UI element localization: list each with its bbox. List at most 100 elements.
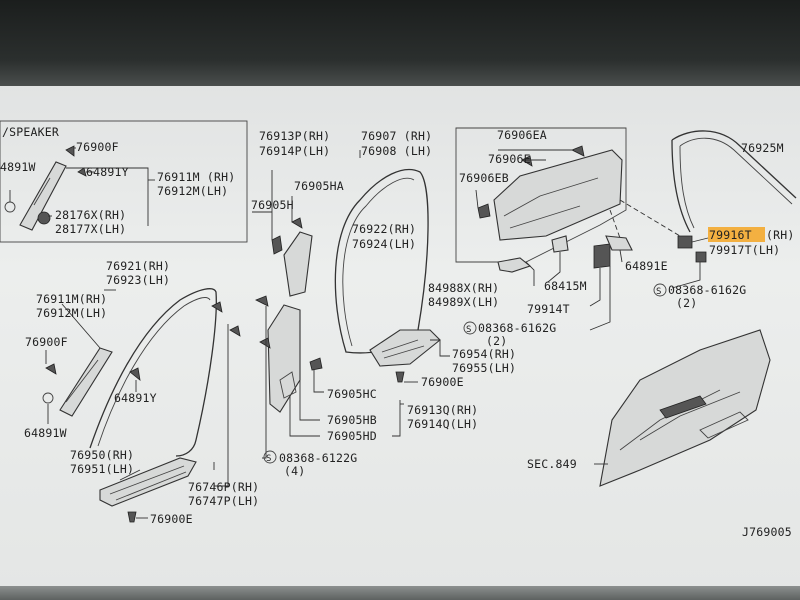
part-84988x [497,257,532,273]
sec849-rear-trim-group: SEC.849 [527,329,771,487]
clip-64891y [129,367,141,381]
label-79916t-rh: (RH) [766,228,795,242]
label-76925m: 76925M [741,141,784,155]
label-76954: 76954(RH) [452,347,516,361]
label-08368-6122g: 08368-6122G [279,451,357,465]
label-64891e: 64891E [625,259,668,273]
label-76913q: 76913Q(RH) [407,403,478,417]
svg-text:S: S [266,454,272,464]
label-68415m: 68415M [544,279,587,293]
rear-upper-trim-panel [493,149,623,241]
label-76905hd: 76905HD [327,429,377,443]
rear-door-weatherstrip-group: 76907 (RH) 76908 (LH) 76922(RH) 76924(LH… [334,129,432,354]
speaker-inset: /SPEAKER 76900F 64891Y 4891W 28176X(RH) … [0,120,248,243]
pillar-upper-trim [283,231,313,297]
label-76923: 76923(LH) [106,273,170,287]
label-84989x: 84989X(LH) [428,295,499,309]
inset-label-28176x: 28176X(RH) [55,208,126,222]
label-79917t: 79917T(LH) [709,243,780,257]
svg-text:S: S [466,325,472,335]
label-76907: 76907 (RH) [361,129,432,143]
highlight-79916t [708,227,765,242]
kick-plate-76950 [99,457,197,507]
label-76912m: 76912M(LH) [36,306,107,320]
inset-label-76911m: 76911M (RH) [157,170,235,184]
label-84988x: 84988X(RH) [428,281,499,295]
label-sec849: SEC.849 [527,457,577,471]
inset-frame [0,120,248,243]
inset-title: /SPEAKER [2,125,59,139]
kick-plate-76954 [369,329,441,367]
svg-text:S: S [656,287,662,297]
label-76924: 76924(LH) [352,237,416,251]
inset-pillar-trim [19,161,67,231]
label-76922: 76922(RH) [352,222,416,236]
label-76950: 76950(RH) [70,448,134,462]
weatherstrip-76925m [671,130,797,199]
trim-76911m [59,347,113,417]
clip-76900f [45,363,57,375]
label-08368-6162g-center-qty: (2) [486,334,507,348]
part-79914t [593,243,611,269]
inset-label-76900f: 76900F [76,140,119,154]
screw-symbol-right [653,283,667,297]
drawing-number: J769005 [742,525,792,539]
label-76900f: 76900F [25,335,68,349]
inset-label-76912m: 76912M(LH) [157,184,228,198]
inset-label-28177x: 28177X(LH) [55,222,126,236]
weatherstrip-76921 [89,288,217,457]
label-76900e-center: 76900E [421,375,464,389]
inset-label-64891y: 64891Y [86,165,129,179]
label-76914q: 76914Q(LH) [407,417,478,431]
screw-symbol-center [463,321,477,335]
front-pillar-group: 76921(RH) 76923(LH) 76911M(RH) 76912M(LH… [24,259,357,526]
label-76911m: 76911M(RH) [36,292,107,306]
screw-symbol-left [263,450,277,464]
clip-76905ha [291,217,303,229]
rear-upper-trim-box: 76906EA 76906E 76906EB [455,127,627,263]
label-76955: 76955(LH) [452,361,516,375]
label-64891w: 64891W [24,426,67,440]
clip-76905h [271,235,283,255]
label-76905hc: 76905HC [327,387,377,401]
inset-clip-f [65,145,75,157]
label-76921: 76921(RH) [106,259,170,273]
label-76905h: 76905H [251,198,294,212]
label-76951: 76951(LH) [70,462,134,476]
label-76905hb: 76905HB [327,413,377,427]
clip-76905hc [309,357,323,371]
b-pillar-group: 76913P(RH) 76914P(LH) 76905HA 76905H 769… [214,129,478,487]
rear-upper-box-frame [455,127,627,263]
label-76908: 76908 (LH) [361,144,432,158]
label-76913p: 76913P(RH) [259,129,330,143]
clip-64891w [42,392,54,404]
label-76906ea: 76906EA [497,128,547,142]
rear-window-weatherstrip-group: 76925M [671,130,797,233]
label-79914t: 79914T [527,302,570,316]
label-76746p: 76746P(RH) [188,480,259,494]
inset-clip-y [77,167,87,177]
inset-speaker-grille [37,211,51,225]
label-76905ha: 76905HA [294,179,344,193]
label-76914p: 76914P(LH) [259,144,330,158]
label-76906e: 76906E [488,152,531,166]
label-08368-6162g-right-qty: (2) [676,296,697,310]
part-79916t [677,235,693,249]
part-68415m [551,235,569,253]
label-76900e-bottom: 76900E [150,512,193,526]
label-08368-6122g-qty: (4) [284,464,305,478]
label-76906eb: 76906EB [459,171,509,185]
clip-76900e-bottom [127,511,137,523]
inset-label-4891w: 4891W [0,160,36,174]
label-79916t: 79916T [709,228,752,242]
kick-plate-76954-group: 76954(RH) 76955(LH) 76900E [369,329,516,389]
monitor-bezel-bottom [0,586,800,600]
label-08368-6162g-center: 08368-6162G [478,321,556,335]
center-right-parts: 84988X(RH) 84989X(LH) 68415M 79914T 6489… [428,199,795,348]
label-08368-6162g-right: 08368-6162G [668,283,746,297]
monitor-bezel-top [0,0,800,86]
clip-76900e-center [395,371,405,383]
label-64891y: 64891Y [114,391,157,405]
